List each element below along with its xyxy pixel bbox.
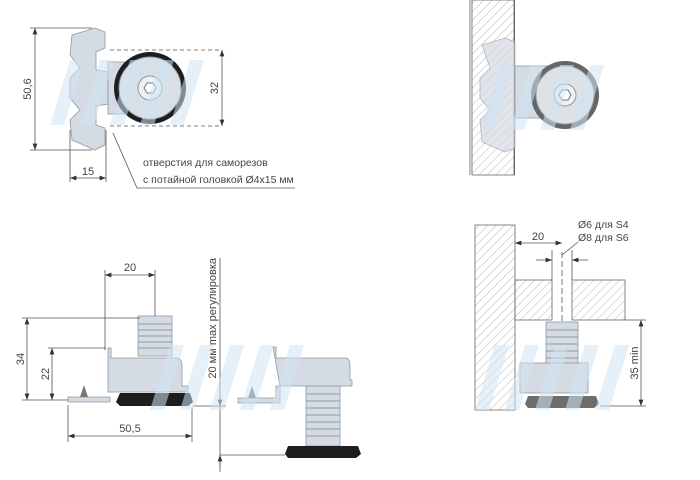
hole-s4-label: Ø6 для S4 [578, 219, 629, 231]
screw-hole-note-line1: отверстия для саморезов [143, 157, 268, 169]
dim-screw-offset-label: 20 [124, 262, 136, 274]
watermark-logo [50, 60, 629, 410]
dim-wheel-label: 32 [209, 82, 221, 94]
leveler-foot [525, 396, 599, 408]
fixing-tooth [80, 385, 88, 397]
dim-length-label: 50,5 [119, 423, 140, 435]
dim-offset-label: 20 [532, 231, 544, 243]
adjuster-screw-extended [305, 385, 341, 447]
screw-hole-note-line2: с потайной головкой Ø4x15 мм [143, 174, 294, 186]
dim-offset-label: 15 [82, 166, 94, 178]
dim-height-label: 50,6 [22, 78, 34, 99]
installed-side-view: 20 Ø6 для S4 Ø8 для S6 35 min [474, 219, 646, 411]
hole-s6-label: Ø8 для S6 [578, 232, 629, 244]
leveler-foot-extended [285, 446, 361, 458]
hatched-shelf-left [514, 279, 553, 321]
note-leader-line [112, 132, 295, 189]
hatched-shelf-right [571, 279, 626, 321]
dim-min-height-label: 35 min [629, 346, 641, 379]
leveler-body-extended [237, 346, 353, 404]
dim-total-height-label: 34 [15, 353, 27, 365]
dim-body-height-label: 22 [40, 368, 52, 380]
side-view-drawing: 20 34 22 50,5 20 мм max регулировка [15, 257, 361, 472]
